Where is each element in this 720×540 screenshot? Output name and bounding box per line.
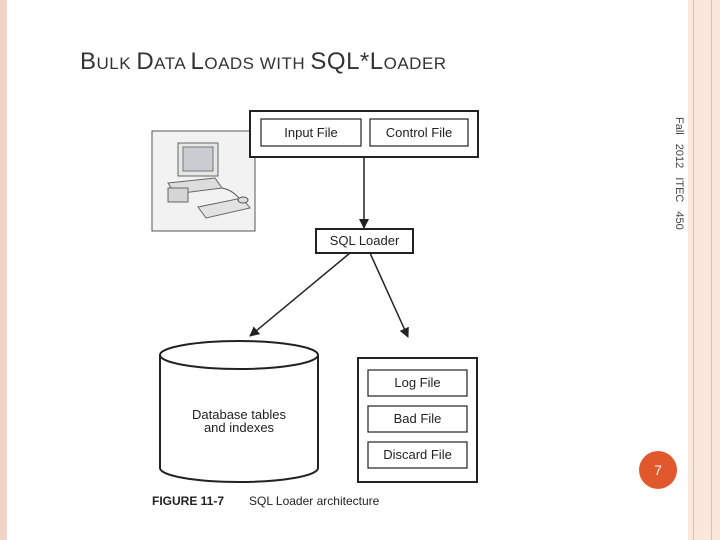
figure-number: FIGURE 11-7 (152, 494, 224, 508)
page-number-badge: 7 (639, 451, 677, 489)
log-file-box (367, 369, 468, 397)
right-decor-line (693, 0, 694, 540)
input-file-box (260, 118, 362, 147)
title-part: B (80, 48, 97, 75)
control-file-box (369, 118, 469, 147)
right-decor-line-2 (711, 0, 712, 540)
title-part: OADER (383, 54, 447, 73)
discard-file-box (367, 441, 468, 469)
title-part: D (136, 48, 155, 75)
title-part: SQL*L (310, 48, 384, 75)
arrow-to-output-files (369, 252, 409, 338)
left-decor-bar (0, 0, 7, 540)
title-part: L (190, 48, 205, 75)
database-label-line1: Database tables (192, 407, 286, 422)
title-part: OADS WITH (204, 54, 311, 73)
slide-title: BULK DATA LOADS WITH SQL*LOADER (80, 48, 447, 76)
arrow-to-database (249, 252, 351, 337)
title-part: ATA (154, 54, 191, 73)
bad-file-box (367, 405, 468, 433)
control-file-label: Control File (386, 125, 452, 140)
sql-loader-box (315, 228, 414, 254)
figure-caption: SQL Loader architecture (249, 494, 380, 508)
discard-file-label: Discard File (383, 447, 452, 462)
database-label-line2: and indexes (204, 420, 275, 435)
sql-loader-label: SQL Loader (330, 233, 400, 248)
title-part: ULK (96, 54, 137, 73)
desktop-computer-icon (151, 130, 256, 232)
log-file-label: Log File (394, 375, 440, 390)
bad-file-label: Bad File (394, 411, 442, 426)
input-file-label: Input File (284, 125, 337, 140)
database-cylinder (159, 340, 319, 483)
